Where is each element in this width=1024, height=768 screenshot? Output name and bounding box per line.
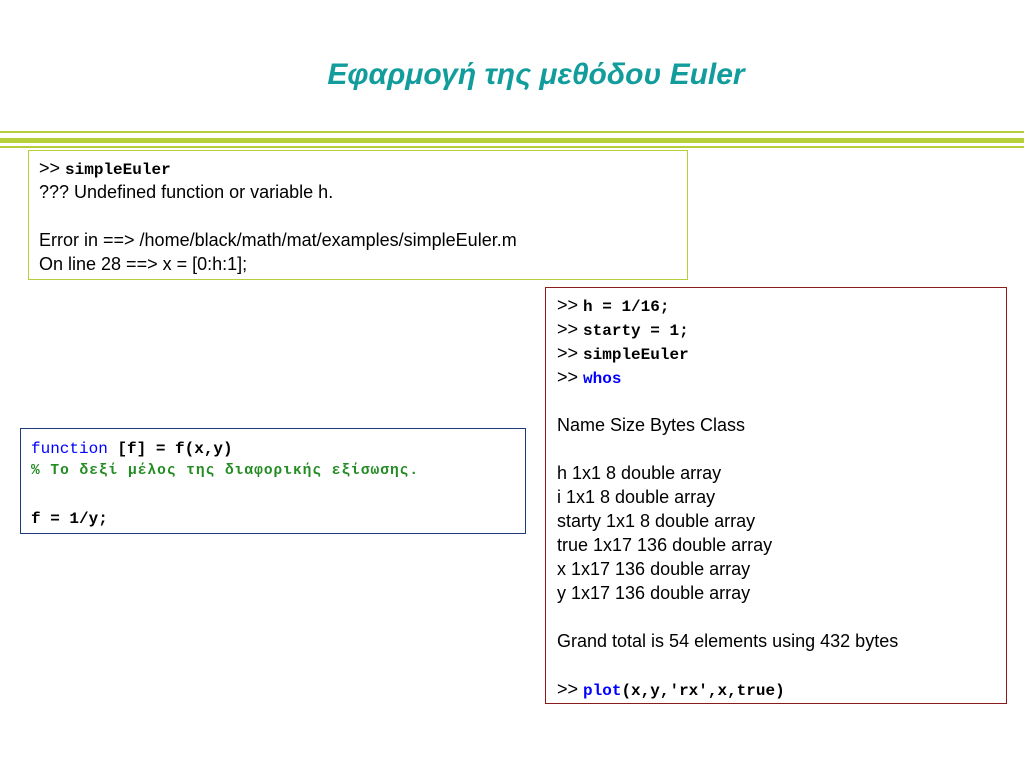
session-output-box: >> h = 1/16; >> starty = 1; >> simpleEul… — [545, 287, 1007, 704]
prompt: >> — [557, 295, 579, 315]
function-keyword: function — [31, 440, 108, 458]
title-rule-bottom — [0, 146, 1024, 148]
function-signature-line: function [f] = f(x,y) — [31, 435, 515, 459]
error-line-number: On line 28 ==> x = [0:h:1]; — [39, 254, 248, 274]
whos-row: x 1x17 136 double array — [557, 559, 751, 579]
plot-arguments: (x,y,'rx',x,true) — [621, 682, 785, 700]
plot-keyword: plot — [583, 682, 622, 700]
whos-row: true 1x17 136 double array — [557, 535, 773, 555]
command-text: simpleEuler — [65, 161, 171, 179]
command-line: >> whos — [557, 365, 996, 389]
grand-total: Grand total is 54 elements using 432 byt… — [557, 631, 899, 651]
whos-command: whos — [583, 370, 622, 388]
command-line: >> h = 1/16; — [557, 293, 996, 317]
title-rule-middle — [0, 138, 1024, 143]
slide-title: Εφαρμογή της μεθόδου Euler — [327, 58, 745, 91]
prompt: >> — [557, 319, 579, 339]
error-output-box: >> simpleEuler ??? Undefined function or… — [28, 150, 688, 280]
prompt: >> — [557, 367, 579, 387]
whos-header: Name Size Bytes Class — [557, 415, 746, 435]
function-code-box: function [f] = f(x,y) % Το δεξί μέλος τη… — [20, 428, 526, 534]
function-signature: [f] = f(x,y) — [107, 440, 233, 458]
command-line: >> simpleEuler — [557, 341, 996, 365]
prompt: >> — [557, 343, 579, 363]
command-text: simpleEuler — [583, 346, 689, 364]
error-location: Error in ==> /home/black/math/mat/exampl… — [39, 230, 517, 250]
function-body: f = 1/y; — [31, 510, 108, 528]
whos-row: h 1x1 8 double array — [557, 463, 722, 483]
prompt: >> — [557, 679, 579, 699]
command-line: >> starty = 1; — [557, 317, 996, 341]
whos-row: starty 1x1 8 double array — [557, 511, 756, 531]
whos-row: y 1x17 136 double array — [557, 583, 751, 603]
command-line: >> plot(x,y,'rx',x,true) — [557, 677, 996, 701]
command-text: h = 1/16; — [583, 298, 670, 316]
command-line: >> simpleEuler — [39, 156, 677, 180]
error-message: ??? Undefined function or variable h. — [39, 182, 334, 202]
whos-row: i 1x1 8 double array — [557, 487, 716, 507]
code-comment: % Το δεξί μέλος της διαφορικής εξίσωσης. — [31, 463, 420, 479]
prompt: >> — [39, 158, 61, 178]
command-text: starty = 1; — [583, 322, 689, 340]
title-rule-top — [0, 131, 1024, 133]
